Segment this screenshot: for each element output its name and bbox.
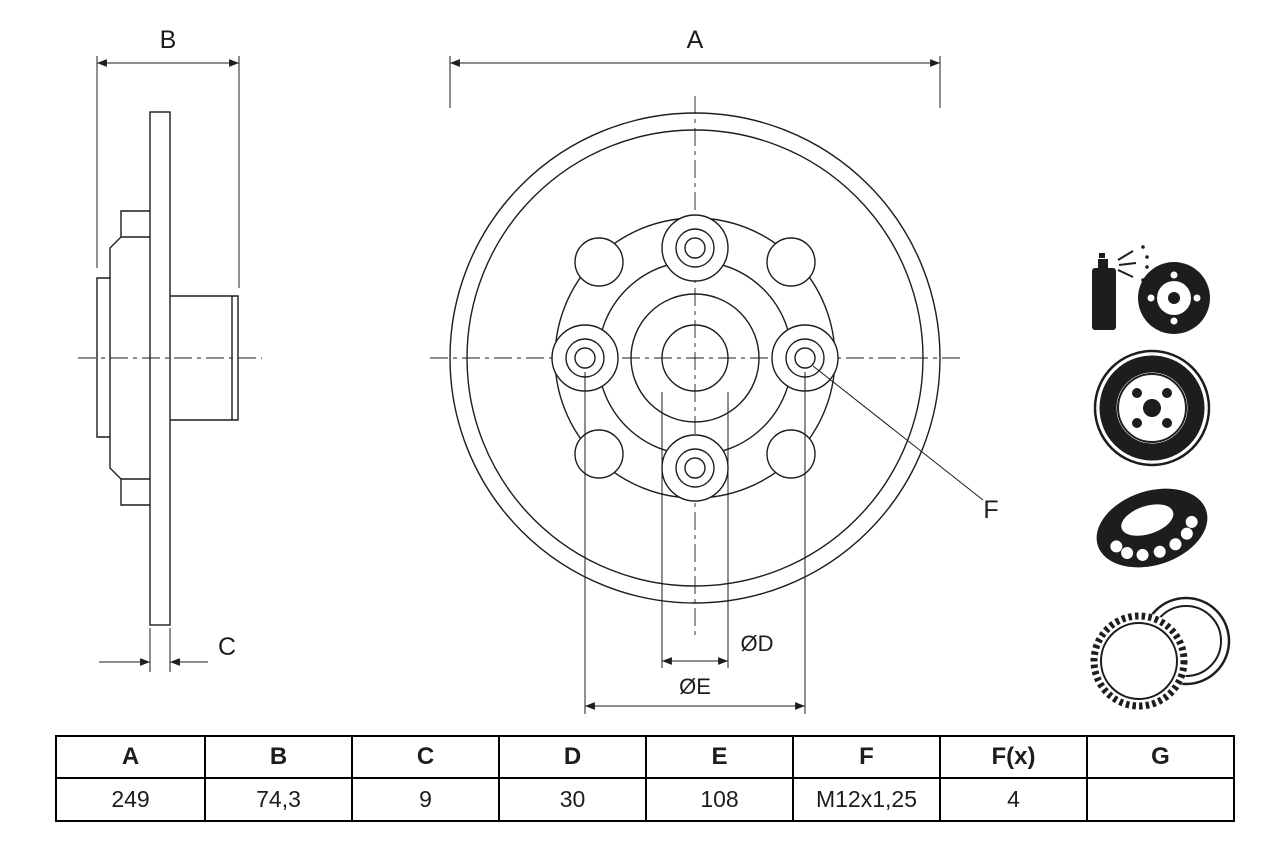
table-header-e: E xyxy=(645,737,792,779)
table-value-a: 249 xyxy=(111,786,150,812)
dimension-lines xyxy=(96,56,984,714)
table-header-a: A xyxy=(57,737,204,779)
dim-label-f: F xyxy=(983,496,998,524)
table-value-d: 30 xyxy=(498,779,645,820)
coating-spray-disc-icon xyxy=(1092,245,1210,334)
table-value-b: 74,3 xyxy=(204,779,351,820)
table-header-c: C xyxy=(351,737,498,779)
dim-label-c: C xyxy=(218,633,236,661)
table-header-g: G xyxy=(1086,737,1233,779)
dim-label-e: ØE xyxy=(679,674,711,699)
side-view xyxy=(96,111,239,626)
abs-sensor-ring-icon xyxy=(1090,596,1231,710)
table-value-c: 9 xyxy=(351,779,498,820)
wheel-bearing-icon xyxy=(1096,488,1208,568)
table-value-fx: 4 xyxy=(939,779,1086,820)
table-value-e: 108 xyxy=(645,779,792,820)
table-header-d: D xyxy=(498,737,645,779)
table-header-f: F xyxy=(792,737,939,779)
dim-label-a: A xyxy=(687,26,704,54)
dim-label-d: ØD xyxy=(741,631,774,656)
dim-label-b: B xyxy=(160,26,177,54)
table-header-fx: F(x) xyxy=(939,737,1086,779)
front-view xyxy=(449,112,941,604)
table-header-b: B xyxy=(204,737,351,779)
table-value-f: M12x1,25 xyxy=(792,779,939,820)
table-value-g xyxy=(1086,779,1233,820)
brake-disc-icon xyxy=(1093,349,1211,467)
spec-table: A B C D E F F(x) G 249 74,3 9 30 108 M12… xyxy=(55,735,1235,822)
drawing-canvas: A B C ØD ØE F xyxy=(78,26,1231,714)
